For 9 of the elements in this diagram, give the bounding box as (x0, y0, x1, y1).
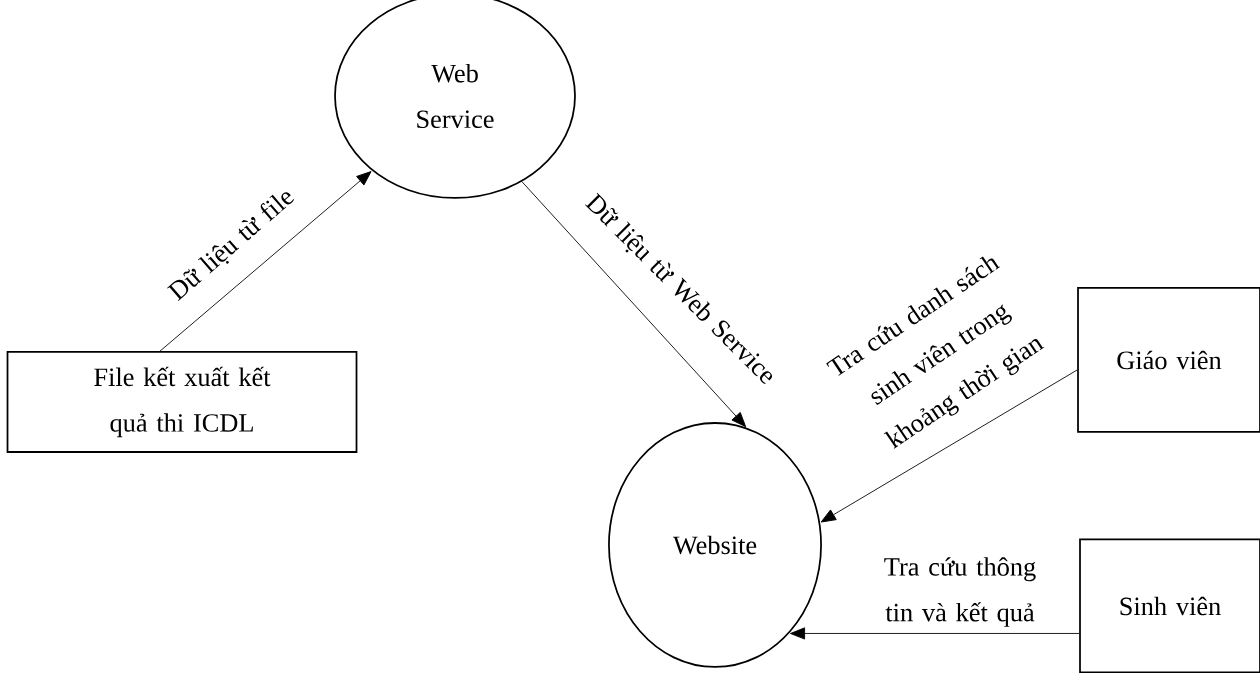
entity-box: Sinh viên (1079, 538, 1260, 673)
arrow (521, 181, 747, 428)
arrow (820, 369, 1078, 523)
edge-label: Tra cứu thông tin và kết quả (884, 557, 1036, 627)
arrow (159, 171, 372, 352)
arrow (790, 627, 1080, 640)
entity-box: Giáo viên (1077, 287, 1260, 433)
edge-label: Dữ liệu từ file (167, 192, 294, 301)
entity-box: File kết xuất kết quả thi ICDL (6, 351, 358, 453)
